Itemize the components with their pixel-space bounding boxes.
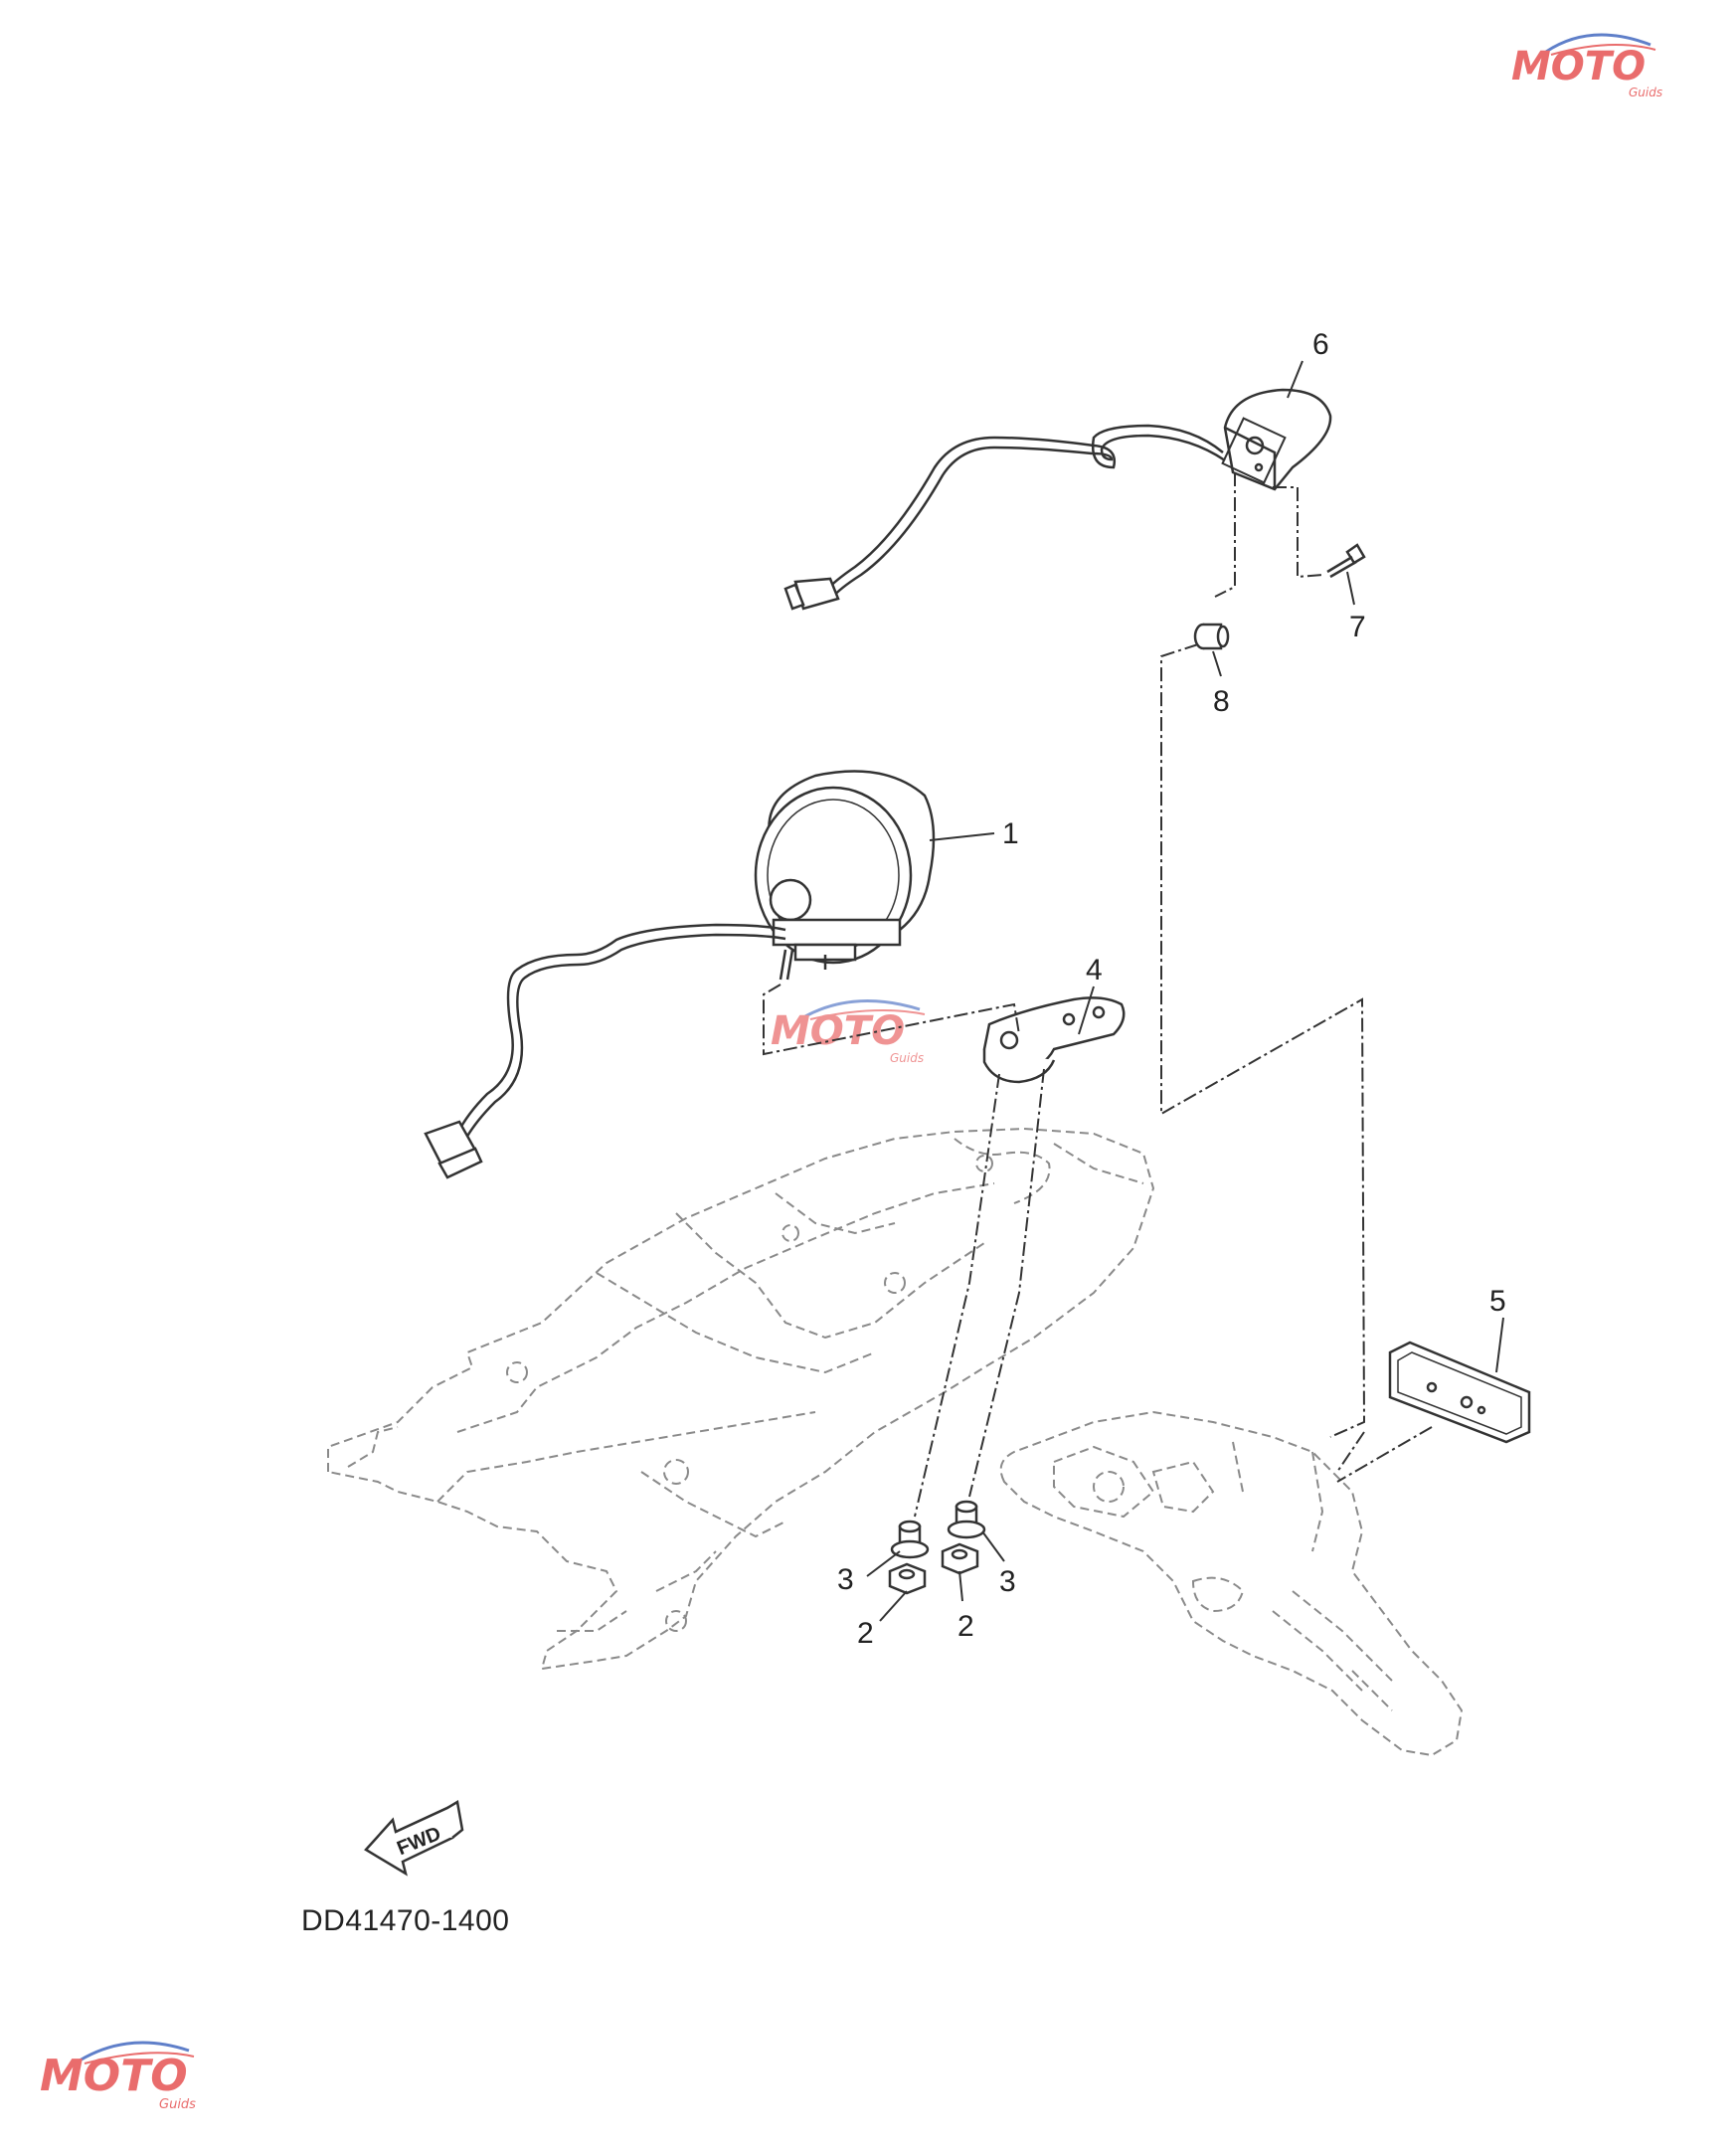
part-6-license-light bbox=[783, 388, 1332, 611]
forward-arrow: FWD bbox=[364, 1799, 464, 1877]
callout-2-right: 2 bbox=[957, 1610, 974, 1643]
watermark-brand: MOTO bbox=[1511, 44, 1646, 90]
watermark-brand: MOTO bbox=[40, 2051, 188, 2101]
callout-3-right: 3 bbox=[999, 1565, 1016, 1598]
part-4-bracket bbox=[982, 996, 1126, 1084]
watermark-logo-bottom: MOTO Guids bbox=[40, 2041, 196, 2112]
callout-3-left: 3 bbox=[837, 1563, 854, 1596]
watermark-logo-top: MOTO Guids bbox=[1511, 33, 1662, 99]
watermark-sub: Guids bbox=[159, 2097, 196, 2112]
leader-lines bbox=[866, 360, 1504, 1622]
watermark-sub: Guids bbox=[890, 1051, 924, 1065]
drawing-code: DD41470-1400 bbox=[301, 1904, 510, 1937]
watermark-brand: MOTO bbox=[771, 1008, 905, 1054]
phantom-license-bracket bbox=[999, 1410, 1464, 1757]
part-1-tail-light bbox=[424, 770, 936, 1179]
part-5-plate-frame bbox=[1388, 1341, 1531, 1444]
callout-4: 4 bbox=[1086, 954, 1103, 986]
watermark-sub: Guids bbox=[1629, 86, 1662, 99]
callout-1: 1 bbox=[1002, 817, 1019, 850]
part-2-nut-left bbox=[888, 1562, 927, 1595]
callout-6: 6 bbox=[1312, 328, 1329, 361]
assembly-lines bbox=[763, 472, 1433, 1518]
callout-8: 8 bbox=[1213, 685, 1230, 718]
part-8-grommet bbox=[1193, 623, 1230, 650]
callout-2-left: 2 bbox=[857, 1617, 874, 1650]
part-3-collar-left bbox=[890, 1520, 930, 1559]
callout-5: 5 bbox=[1489, 1285, 1506, 1318]
part-7-screw bbox=[1326, 543, 1366, 579]
part-2-nut-right bbox=[941, 1542, 979, 1575]
phantom-rear-frame bbox=[327, 1127, 1155, 1671]
part-3-collar-right bbox=[947, 1500, 986, 1539]
callout-labels: 1 2 2 3 3 4 5 6 7 8 bbox=[837, 328, 1506, 1650]
callout-7: 7 bbox=[1349, 611, 1366, 643]
watermark-logo-center: MOTO Guids bbox=[771, 998, 926, 1065]
